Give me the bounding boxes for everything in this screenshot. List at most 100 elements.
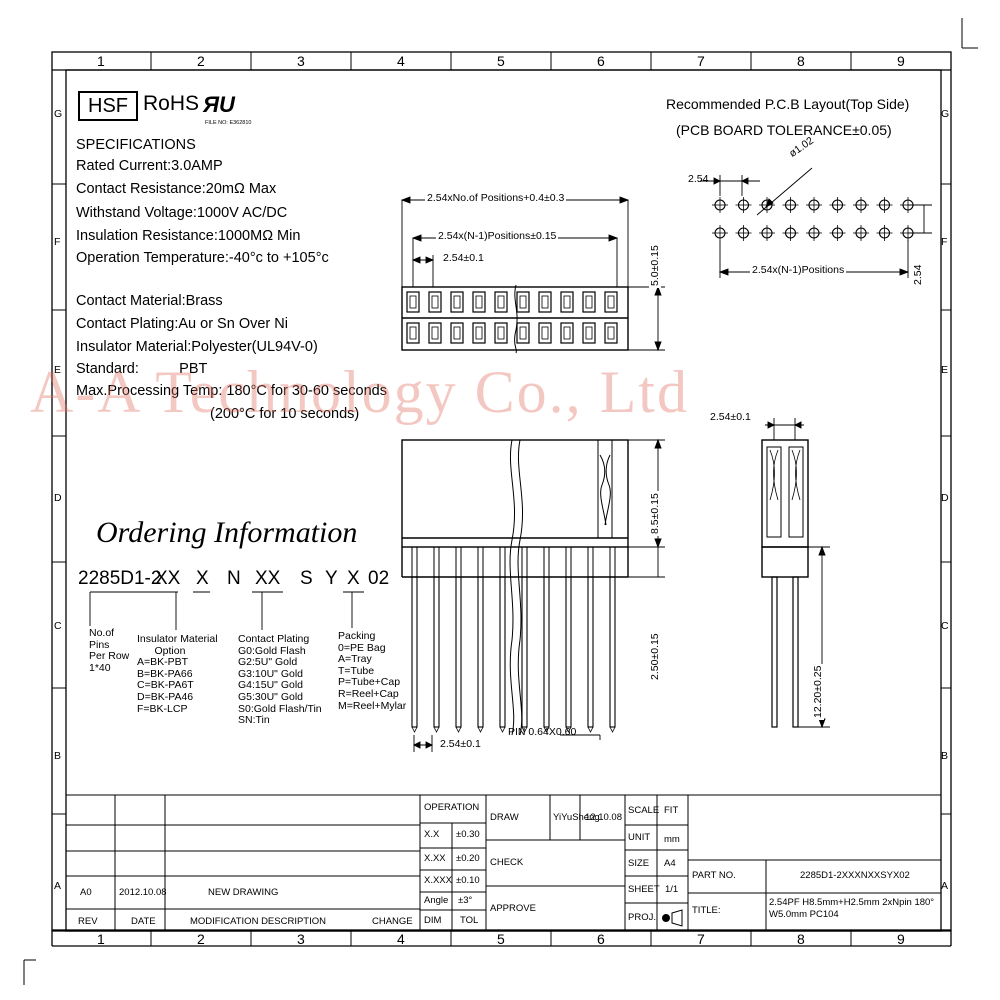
pcb-hole [806, 225, 822, 241]
pin [565, 546, 572, 733]
dim-pitch-bottom: 2.54±0.1 [440, 738, 481, 750]
row-letter: B [54, 750, 62, 762]
dim-width: 5.0±0.15 [649, 243, 661, 288]
contact-slot [516, 291, 530, 313]
col-number: 6 [597, 53, 605, 69]
row-letter: C [54, 620, 62, 632]
row-letter: E [54, 364, 62, 376]
rev-header: REV [78, 916, 98, 927]
scale-value: FIT [664, 805, 679, 816]
row-letter: A [54, 880, 62, 892]
approve-label: APPROVE [490, 903, 536, 914]
sheet-value: 1/1 [665, 884, 679, 895]
row-letter: F [54, 236, 61, 248]
contact-slot [472, 291, 486, 313]
contact-slot [494, 291, 508, 313]
col-number: 7 [697, 53, 705, 69]
spec-line: Operation Temperature:-40°c to +105°c [76, 250, 329, 266]
tol-dim: Angle [424, 895, 449, 906]
code-part: X [196, 568, 209, 589]
contact-slot [428, 322, 442, 344]
pcb-layout-holes [712, 197, 916, 241]
pcb-hole [876, 197, 893, 213]
code-part: 02 [368, 568, 390, 589]
col-number: 9 [897, 53, 905, 69]
hsf-logo: HSF [78, 91, 138, 121]
pin [411, 546, 418, 733]
dim-side-pitch: 2.54±0.1 [710, 411, 751, 423]
col-number: 2 [197, 53, 205, 69]
part-no-label: PART NO. [692, 870, 736, 881]
date-header: DATE [131, 916, 156, 927]
front-view-break [509, 439, 523, 736]
top-view-contacts [406, 291, 618, 344]
ordering-code-prefix: 2285D1-2 [78, 568, 162, 589]
draw-label: DRAW [490, 812, 519, 823]
operation-label: OPERATION [424, 802, 480, 813]
front-view-housing [401, 439, 629, 578]
sheet-label: SHEET [628, 884, 660, 895]
col-number: 8 [797, 931, 805, 947]
side-view-pins [771, 576, 799, 728]
specifications-title: SPECIFICATIONS [76, 137, 196, 153]
material-line: Contact Material:Brass [76, 293, 223, 309]
col-number: 8 [797, 53, 805, 69]
row-letter: B [941, 750, 949, 762]
ordering-pins-option: No.of Pins Per Row 1*40 [89, 627, 130, 674]
pcb-hole [806, 197, 822, 213]
material-line: Contact Plating:Au or Sn Over Ni [76, 316, 288, 332]
col-number: 5 [497, 53, 505, 69]
title-line-1: 2.54PF H8.5mm+H2.5mm 2xNpin 180° [769, 897, 935, 908]
spec-line: Withstand Voltage:1000V AC/DC [76, 205, 288, 221]
contact-slot [406, 322, 420, 344]
top-view-housing [401, 286, 629, 351]
row-letter: A [941, 880, 949, 892]
spec-line: Rated Current:3.0AMP [76, 158, 223, 174]
ul-file-number: FILE NO: E362810 [205, 120, 252, 126]
contact-slot [538, 322, 552, 344]
contact-slot [560, 322, 574, 344]
rohs-logo: RoHS [143, 92, 200, 115]
col-number: 3 [297, 931, 305, 947]
tol-value: ±3° [458, 895, 473, 906]
top-dimension-lines [400, 196, 665, 352]
contact-slot [494, 322, 508, 344]
col-number: 1 [97, 931, 105, 947]
contact-slot [582, 291, 596, 313]
row-letter: G [941, 108, 950, 120]
contact-slot [472, 322, 486, 344]
col-number: 1 [97, 53, 105, 69]
ordering-leader-lines [89, 591, 364, 630]
col-number: 5 [497, 931, 505, 947]
pin [587, 546, 594, 733]
contact-slot [450, 322, 464, 344]
row-letter: D [54, 492, 62, 504]
material-line: Max.Processing Temp: 180°C for 30-60 sec… [76, 383, 387, 399]
pcb-hole [876, 225, 893, 241]
contact-slot [604, 291, 618, 313]
dim-total-length: 12.20±0.25 [812, 663, 824, 720]
col-number: 2 [197, 931, 205, 947]
pin [609, 546, 616, 733]
pcb-hole [782, 225, 799, 241]
row-letter: E [941, 364, 949, 376]
size-value: A4 [664, 858, 676, 869]
row-letter: G [54, 108, 63, 120]
pcb-pitch-label: 2.54 [688, 173, 709, 185]
dim-header: DIM [424, 915, 442, 926]
material-line: (200°C for 10 seconds) [210, 406, 360, 422]
col-number: 4 [397, 53, 405, 69]
contact-slot [516, 322, 530, 344]
pin [499, 546, 506, 733]
pcb-hole [853, 225, 869, 241]
ul-logo: ЯU [203, 92, 235, 117]
code-part: X [347, 568, 360, 589]
spec-line: Contact Resistance:20mΩ Max [76, 181, 277, 197]
top-view-break [514, 284, 518, 354]
contact-slot [582, 322, 596, 344]
rev-value: A0 [80, 887, 92, 898]
ordering-insulator-option: Insulator Material Option A=BK-PBT B=BK-… [137, 633, 218, 715]
pin [433, 546, 440, 733]
pcb-tolerance: (PCB BOARD TOLERANCE±0.05) [676, 122, 892, 138]
tol-dim: X.X [424, 829, 440, 840]
